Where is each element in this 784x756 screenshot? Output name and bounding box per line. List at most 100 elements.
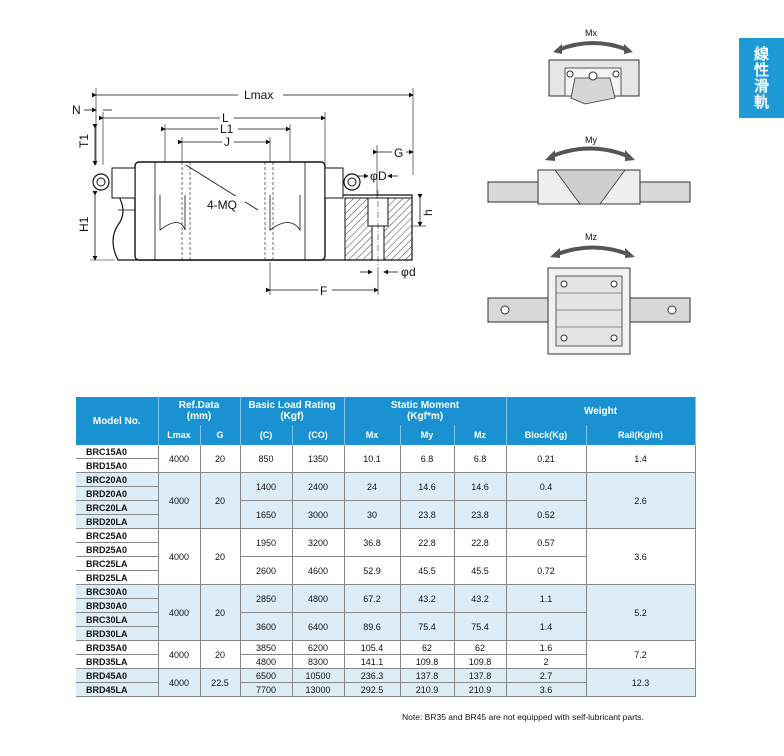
mq-label: 4-MQ [207, 198, 237, 212]
h-label: h [421, 209, 435, 216]
technical-drawing: Lmax L L1 J N T1 H1 4-MQ [72, 28, 691, 355]
n-label: N [72, 103, 81, 117]
co-cell: 3200 [292, 528, 345, 557]
header-mz: Mz [454, 425, 507, 445]
c-cell: 2850 [240, 584, 293, 613]
mz-cell: 23.8 [454, 500, 507, 529]
mz-cell: 137.8 [454, 668, 507, 683]
co-cell: 6400 [292, 612, 345, 641]
phi-d-lower-symbol: φ [401, 265, 409, 279]
g-cell: 20 [200, 445, 241, 473]
mx-cell: 236.3 [344, 668, 401, 683]
table-row: BRD20LA [76, 514, 695, 529]
model-cell: BRD30A0 [76, 598, 159, 613]
model-cell: BRC30A0 [76, 584, 159, 599]
mx-cell: 30 [344, 500, 401, 529]
block-cell: 0.57 [506, 528, 587, 557]
lmax-cell: 4000 [158, 528, 201, 585]
phi-d-upper-symbol: φ [370, 169, 378, 183]
c-cell: 3600 [240, 612, 293, 641]
header-rail: Rail(Kg/m) [586, 425, 696, 445]
model-cell: BRC30LA [76, 612, 159, 627]
block-cell: 2 [506, 654, 587, 669]
h1-label: H1 [77, 216, 91, 232]
co-cell: 13000 [292, 682, 345, 697]
table-row: BRD25A0 [76, 542, 695, 557]
header-my: My [400, 425, 455, 445]
block-cell: 0.4 [506, 472, 587, 501]
my-cell: 23.8 [400, 500, 455, 529]
co-cell: 8300 [292, 654, 345, 669]
rail-cell: 3.6 [586, 528, 696, 585]
c-cell: 2600 [240, 556, 293, 585]
header-ref-data: Ref.Data (mm) [158, 397, 241, 425]
header-c: (C) [240, 425, 293, 445]
lmax-cell: 4000 [158, 640, 201, 669]
c-cell: 1950 [240, 528, 293, 557]
lmax-label: Lmax [244, 88, 273, 102]
table-row: BRD30LA [76, 626, 695, 641]
l-label: L [222, 111, 229, 125]
rail-cell: 5.2 [586, 584, 696, 641]
block-cell: 1.6 [506, 640, 587, 655]
phi-d-lower-label: d [409, 265, 416, 279]
spec-table: Model No. Ref.Data (mm) Basic Load Ratin… [76, 397, 696, 697]
model-cell: BRC15A0 [76, 445, 159, 459]
model-cell: BRD30LA [76, 626, 159, 641]
co-cell: 4800 [292, 584, 345, 613]
co-cell: 6200 [292, 640, 345, 655]
g-label: G [394, 146, 403, 160]
model-cell: BRC20A0 [76, 472, 159, 487]
footnote: Note: BR35 and BR45 are not equipped wit… [402, 712, 644, 722]
block-cell: 1.1 [506, 584, 587, 613]
model-cell: BRD35LA [76, 654, 159, 669]
model-cell: BRD25LA [76, 570, 159, 585]
header-g: G [200, 425, 241, 445]
lmax-cell: 4000 [158, 472, 201, 529]
header-block: Block(Kg) [506, 425, 587, 445]
mz-cell: 22.8 [454, 528, 507, 557]
model-cell: BRD20LA [76, 514, 159, 529]
model-cell: BRD25A0 [76, 542, 159, 557]
co-cell: 1350 [292, 445, 345, 473]
header-mx: Mx [344, 425, 401, 445]
lmax-cell: 4000 [158, 668, 201, 697]
mx-cell: 141.1 [344, 654, 401, 669]
mx-cell: 52.9 [344, 556, 401, 585]
g-cell: 20 [200, 640, 241, 669]
lmax-cell: 4000 [158, 584, 201, 641]
table-row: BRD20A0 [76, 486, 695, 501]
c-cell: 3850 [240, 640, 293, 655]
block-cell: 0.72 [506, 556, 587, 585]
g-cell: 20 [200, 472, 241, 529]
c-cell: 1400 [240, 472, 293, 501]
mx-cell: 89.6 [344, 612, 401, 641]
model-cell: BRC25A0 [76, 528, 159, 543]
my-label: My [585, 135, 597, 145]
model-cell: BRD45A0 [76, 668, 159, 683]
mx-cell: 10.1 [344, 445, 401, 473]
co-cell: 10500 [292, 668, 345, 683]
rail-cell: 12.3 [586, 668, 696, 697]
t1-label: T1 [77, 134, 91, 148]
model-cell: BRC20LA [76, 500, 159, 515]
header-weight: Weight [506, 397, 696, 425]
mz-cell: 62 [454, 640, 507, 655]
phi-d-upper-label: D [378, 169, 387, 183]
mz-cell: 43.2 [454, 584, 507, 613]
header-static-moment: Static Moment (Kgf*m) [344, 397, 507, 425]
mz-cell: 210.9 [454, 682, 507, 697]
my-cell: 62 [400, 640, 455, 655]
mz-cell: 6.8 [454, 445, 507, 473]
block-cell: 0.21 [506, 445, 587, 473]
my-cell: 22.8 [400, 528, 455, 557]
